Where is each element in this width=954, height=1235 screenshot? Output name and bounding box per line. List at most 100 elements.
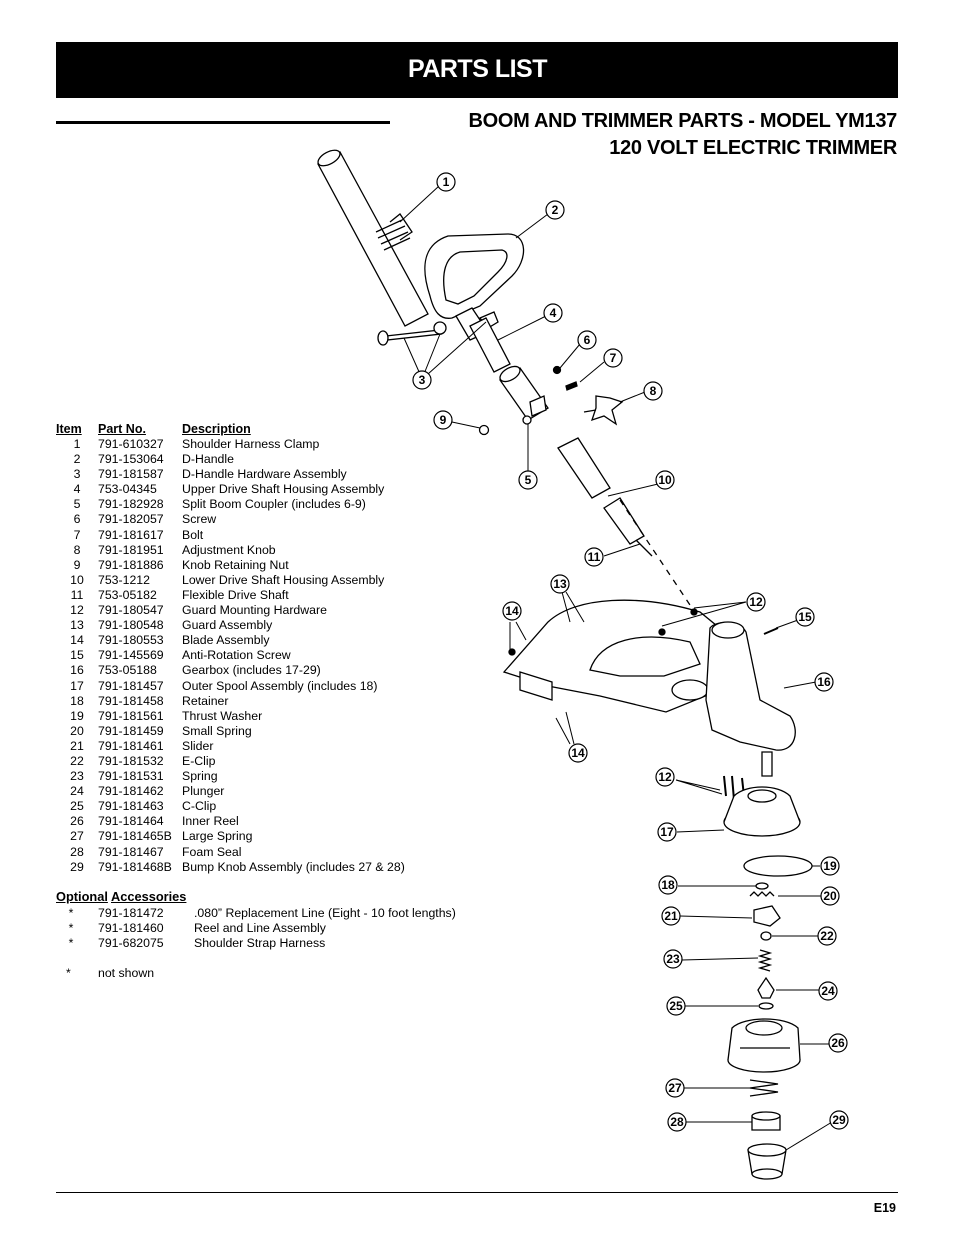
row-description: Anti-Rotation Screw xyxy=(182,648,291,663)
callout-circle xyxy=(550,574,570,594)
row-part-no: 791-181532 xyxy=(98,753,164,768)
subtitle-rule xyxy=(56,121,390,124)
callout-circle xyxy=(820,856,840,876)
callout-number: 11 xyxy=(588,550,601,564)
callout-number: 23 xyxy=(666,952,680,966)
callout-circle xyxy=(820,886,840,906)
accessory-mark: * xyxy=(68,906,74,920)
row-part-no: 791-182928 xyxy=(98,497,164,512)
callout-circle xyxy=(661,906,681,926)
row-item: 29 xyxy=(70,859,84,874)
footnote: *not shown xyxy=(66,966,154,980)
row-item: 17 xyxy=(70,678,84,693)
callout-circle xyxy=(817,926,837,946)
callout-number: 14 xyxy=(505,604,519,618)
row-part-no: 791-180553 xyxy=(98,633,164,648)
row-description: Outer Spool Assembly (includes 18) xyxy=(182,678,378,693)
c-clip xyxy=(758,1002,774,1010)
callout-number: 10 xyxy=(658,473,672,487)
callout-number: 4 xyxy=(550,306,557,320)
row-item: 28 xyxy=(70,844,84,859)
accessory-part-no: 791-181460 xyxy=(98,921,164,936)
callout-circle xyxy=(665,1078,685,1098)
row-item: 11 xyxy=(70,587,84,602)
callout-number: 12 xyxy=(749,595,763,609)
callout-number: 28 xyxy=(670,1115,684,1129)
subtitle-line-1: BOOM AND TRIMMER PARTS - MODEL YM137 xyxy=(468,110,898,132)
screw-6 xyxy=(552,365,562,375)
callout-number: 19 xyxy=(823,859,837,873)
row-part-no: 791-182057 xyxy=(98,512,164,527)
row-part-no: 791-181464 xyxy=(98,814,164,829)
callout-20: 20 xyxy=(820,886,840,906)
row-description: Flexible Drive Shaft xyxy=(182,587,289,602)
callout-number: 1 xyxy=(443,175,450,189)
row-part-no: 791-181457 xyxy=(98,678,164,693)
retainer xyxy=(755,882,769,890)
callout-number: 12 xyxy=(658,770,672,784)
footnote-text: not shown xyxy=(98,966,155,980)
row-part-no: 791-180548 xyxy=(98,618,164,633)
callout-circle xyxy=(657,822,677,842)
callout-number: 25 xyxy=(669,999,683,1013)
callout-27: 27 xyxy=(665,1078,685,1098)
row-description: Blade Assembly xyxy=(182,633,270,648)
callout-circle xyxy=(667,1112,687,1132)
callout-circle xyxy=(433,410,453,430)
row-item: 2 xyxy=(73,452,81,467)
callout-number: 17 xyxy=(660,825,674,839)
row-description: Thrust Washer xyxy=(182,708,263,723)
row-description: Upper Drive Shaft Housing Assembly xyxy=(182,482,385,497)
row-item: 15 xyxy=(70,648,84,663)
bump-knob xyxy=(747,1143,787,1180)
callout-6: 6 xyxy=(577,330,597,350)
row-part-no: 791-181531 xyxy=(98,769,164,784)
row-description: Large Spring xyxy=(182,829,253,844)
upper-housing xyxy=(469,317,511,373)
callout-circle xyxy=(818,981,838,1001)
accessory-row: *791-181472.080” Replacement Line (Eight… xyxy=(56,906,456,921)
callout-circle xyxy=(829,1110,849,1130)
callout-circle xyxy=(545,200,565,220)
accessory-description: Reel and Line Assembly xyxy=(194,921,326,936)
row-description: Screw xyxy=(182,512,217,527)
row-part-no: 791-610327 xyxy=(98,437,164,451)
callout-18: 18 xyxy=(658,875,678,895)
row-part-no: 791-180547 xyxy=(98,603,164,618)
row-part-no: 791-181463 xyxy=(98,799,164,814)
callout-circle xyxy=(502,601,522,621)
callout-number: 27 xyxy=(668,1081,682,1095)
callout-number: 5 xyxy=(525,473,532,487)
row-part-no: 753-05182 xyxy=(98,587,157,602)
header-item: Item xyxy=(56,422,82,436)
row-part-no: 791-181587 xyxy=(98,467,164,482)
accessory-description: Shoulder Strap Harness xyxy=(194,936,326,951)
slider xyxy=(753,905,781,927)
callout-23: 23 xyxy=(663,949,683,969)
row-item: 27 xyxy=(70,829,84,844)
row-description: Slider xyxy=(182,738,214,753)
callout-circle xyxy=(658,875,678,895)
callout-number: 15 xyxy=(798,610,812,624)
row-description: Guard Assembly xyxy=(182,618,273,633)
callout-14: 14 xyxy=(568,743,588,763)
row-description: Adjustment Knob xyxy=(182,542,276,557)
callout-11: 11 xyxy=(584,547,604,567)
row-item: 25 xyxy=(70,799,84,814)
callout-number: 6 xyxy=(584,333,591,347)
callout-circle xyxy=(814,672,834,692)
